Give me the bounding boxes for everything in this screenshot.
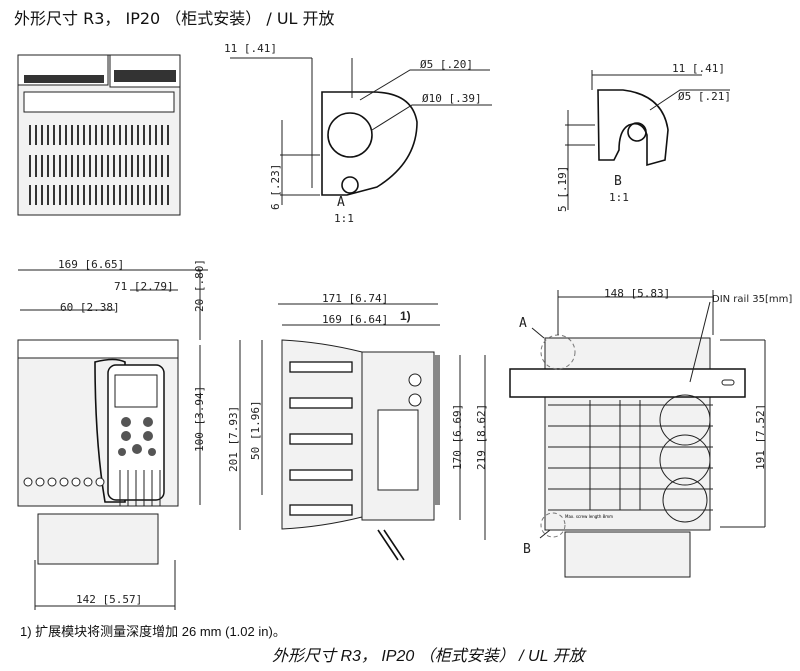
detail-a-scale: 1:1 xyxy=(334,212,354,225)
top-view-drawing xyxy=(17,54,181,216)
side-footnote-ref: 1) xyxy=(400,309,411,323)
detail-b-label: B xyxy=(614,174,622,189)
detail-a-label: A xyxy=(337,195,345,210)
front-width-total-label: 169 [6.65] xyxy=(58,258,124,271)
side-height-total-label: 201 [7.93] xyxy=(227,406,240,472)
screw-length-note: Max. screw length 8mm xyxy=(565,514,613,519)
detail-a-drawing xyxy=(230,57,492,205)
detail-b-drawing xyxy=(565,70,730,210)
detail-a-width-label: 11 [.41] xyxy=(224,42,277,55)
side-height-plate-label: 219 [8.62] xyxy=(475,404,488,470)
front-width-bottom-label: 142 [5.57] xyxy=(76,593,142,606)
detail-a-hole-large-label: Ø10 [.39] xyxy=(422,92,482,105)
front-view-drawing xyxy=(17,269,208,610)
side-view-drawing xyxy=(239,303,486,561)
detail-b-hole-label: Ø5 [.21] xyxy=(678,90,731,103)
page-title: 外形尺寸 R3， IP20 （柜式安装） / UL 开放 xyxy=(14,9,335,28)
back-view-drawing xyxy=(509,290,766,578)
back-label-a: A xyxy=(519,316,527,331)
detail-b-width-label: 11 [.41] xyxy=(672,62,725,75)
detail-a-hole-small-label: Ø5 [.20] xyxy=(420,58,473,71)
side-height-body-label: 170 [6.69] xyxy=(451,404,464,470)
front-width-panel-label: 71 [2.79] xyxy=(114,280,174,293)
front-height-panel-label: 100 [3.94] xyxy=(193,386,206,452)
detail-b-scale: 1:1 xyxy=(609,191,629,204)
detail-b-height-label: 5 [.19] xyxy=(556,166,569,212)
din-rail-label: DIN rail 35[mm] xyxy=(712,294,792,305)
back-label-b: B xyxy=(523,542,531,557)
back-hole-spacing-label: 148 [5.83] xyxy=(604,287,670,300)
back-height-label: 191 [7.52] xyxy=(754,404,767,470)
footnote: 1) 扩展模块将测量深度增加 26 mm (1.02 in)。 xyxy=(20,624,286,639)
side-height-offset-label: 50 [1.96] xyxy=(249,400,262,460)
figure-caption: 外形尺寸 R3， IP20 （柜式安装） / UL 开放 xyxy=(272,648,585,665)
front-width-left-label: 60 [2.38] xyxy=(60,301,120,314)
side-depth-total-label: 171 [6.74] xyxy=(322,292,388,305)
side-depth-label: 169 [6.64] xyxy=(322,313,388,326)
detail-a-height-label: 6 [.23] xyxy=(269,164,282,210)
front-height-top-label: 20 [.80] xyxy=(193,259,206,312)
